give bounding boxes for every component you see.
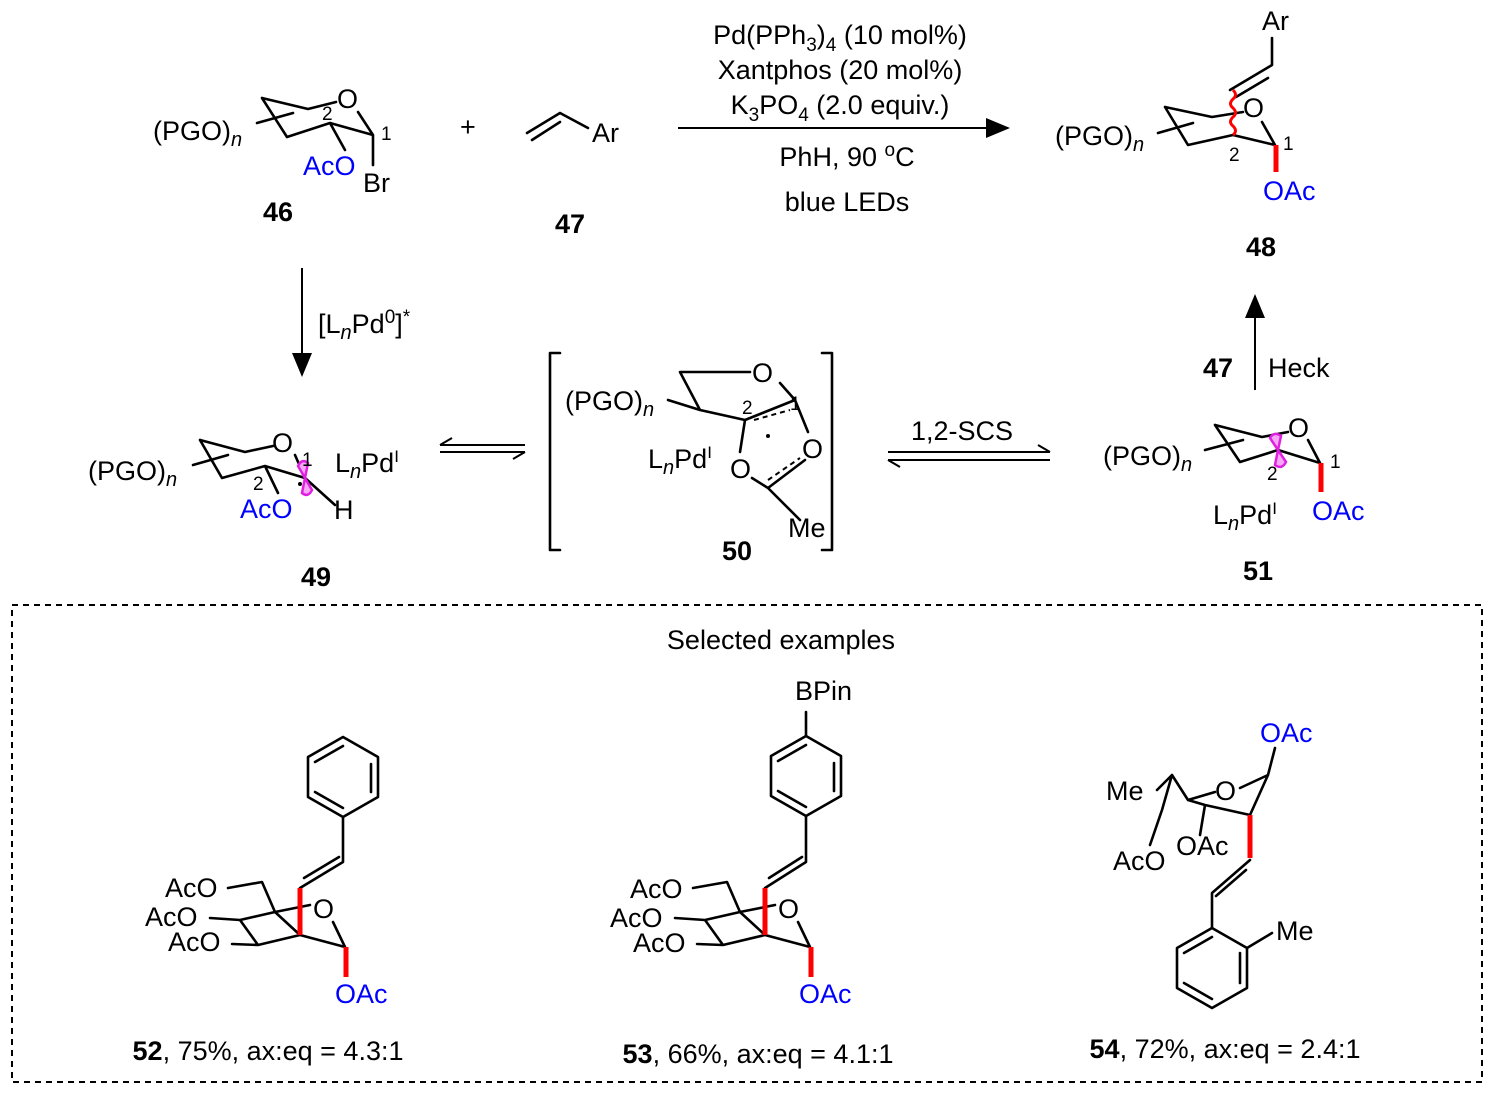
svg-text:O: O (778, 894, 799, 924)
svg-text:AcO: AcO (145, 902, 198, 932)
compound-48: (PGO)n O Ar 2 1 OAc 48 (1055, 6, 1316, 262)
svg-text:AcO: AcO (1113, 846, 1166, 876)
compound-47: Ar 47 (525, 111, 619, 239)
svg-text:Heck: Heck (1268, 353, 1330, 383)
svg-text:Pd(PPh3)4 (10 mol%): Pd(PPh3)4 (10 mol%) (713, 20, 967, 56)
svg-text:2: 2 (742, 398, 753, 419)
svg-text:Me: Me (788, 513, 826, 543)
scs-label: 1,2-SCS (911, 416, 1013, 446)
svg-text:2: 2 (1229, 145, 1240, 166)
example-54: Me O OAc AcO OAc Me 54, 72%, ax:eq = 2.4… (1090, 718, 1361, 1064)
svg-text:(PGO)n: (PGO)n (88, 456, 177, 491)
example-52: AcO AcO AcO O OAc 52, 75%, ax:eq = 4.3:1 (133, 735, 404, 1066)
svg-text:47: 47 (1203, 353, 1233, 383)
svg-text:O: O (313, 894, 334, 924)
svg-text:52, 75%, ax:eq = 4.3:1: 52, 75%, ax:eq = 4.3:1 (133, 1036, 404, 1066)
examples-title: Selected examples (667, 625, 895, 655)
svg-text:AcO: AcO (303, 151, 356, 181)
svg-text:54, 72%, ax:eq = 2.4:1: 54, 72%, ax:eq = 2.4:1 (1090, 1034, 1361, 1064)
svg-text:48: 48 (1246, 232, 1276, 262)
svg-text:AcO: AcO (168, 927, 221, 957)
svg-text:H: H (334, 495, 354, 525)
svg-text:1: 1 (790, 394, 801, 415)
svg-text:AcO: AcO (610, 903, 663, 933)
svg-text:+: + (460, 112, 476, 142)
svg-text:OAc: OAc (335, 979, 388, 1009)
svg-text:53, 66%, ax:eq = 4.1:1: 53, 66%, ax:eq = 4.1:1 (623, 1039, 894, 1069)
svg-text:Ar: Ar (592, 118, 619, 148)
svg-text:1: 1 (1330, 452, 1341, 473)
svg-text:1: 1 (381, 124, 392, 145)
svg-text:Me: Me (1276, 916, 1314, 946)
intermediate-50: (PGO)n O O O 2 1 LnPdI Me 50 (548, 351, 834, 566)
svg-text:OAc: OAc (1176, 831, 1229, 861)
example-53: BPin AcO AcO AcO O OAc 53, 66%, ax:eq = … (610, 676, 893, 1069)
svg-text:1: 1 (1283, 134, 1294, 155)
svg-text:O: O (272, 428, 293, 458)
compound-46: (PGO)n O 2 1 AcO Br 46 (153, 84, 392, 227)
svg-text:2: 2 (1267, 464, 1278, 485)
svg-text:AcO: AcO (630, 874, 683, 904)
svg-text:OAc: OAc (1260, 718, 1313, 748)
svg-text:BPin: BPin (795, 676, 852, 706)
svg-text:O: O (730, 454, 751, 484)
svg-text:O: O (1288, 413, 1309, 443)
svg-text:AcO: AcO (240, 494, 293, 524)
svg-text:K3PO4 (2.0 equiv.): K3PO4 (2.0 equiv.) (731, 90, 950, 126)
svg-text:49: 49 (301, 562, 331, 592)
intermediate-51: (PGO)n O 2 1 OAc LnPdI 51 (1103, 413, 1365, 586)
svg-text:Xantphos (20 mol%): Xantphos (20 mol%) (718, 55, 963, 85)
svg-text:LnPdI: LnPdI (335, 447, 399, 483)
svg-text:1: 1 (302, 450, 313, 471)
svg-text:2: 2 (322, 104, 333, 125)
svg-text:blue LEDs: blue LEDs (785, 187, 910, 217)
label-46: 46 (263, 197, 293, 227)
svg-text:OAc: OAc (1263, 176, 1316, 206)
reaction-conditions: Pd(PPh3)4 (10 mol%) Xantphos (20 mol%) K… (678, 20, 1010, 217)
svg-text:Ar: Ar (1262, 6, 1289, 36)
svg-text:AcO: AcO (165, 873, 218, 903)
svg-text:O: O (802, 434, 823, 464)
svg-text:O: O (752, 358, 773, 388)
svg-text:OAc: OAc (799, 979, 852, 1009)
svg-text:LnPdI: LnPdI (1213, 499, 1277, 535)
intermediate-49: (PGO)n O 2 1 AcO H LnPdI 49 (88, 428, 399, 592)
svg-text:(PGO)n: (PGO)n (1103, 441, 1192, 476)
svg-text:(PGO)n: (PGO)n (1055, 121, 1144, 156)
svg-text:51: 51 (1243, 556, 1273, 586)
svg-text:47: 47 (555, 209, 585, 239)
examples-box (11, 604, 1483, 1083)
svg-text:OAc: OAc (1312, 496, 1365, 526)
svg-text:O: O (1215, 776, 1236, 806)
svg-text:(PGO)n: (PGO)n (153, 116, 242, 151)
svg-text:(PGO)n: (PGO)n (565, 386, 654, 421)
svg-text:Me: Me (1106, 776, 1144, 806)
svg-text:PhH, 90 oC: PhH, 90 oC (779, 140, 914, 172)
svg-text:LnPdI: LnPdI (648, 443, 712, 479)
pd0-catalyst-label: [LnPd0]* (318, 307, 411, 344)
svg-text:O: O (1243, 93, 1264, 123)
svg-text:O: O (337, 84, 358, 114)
svg-text:2: 2 (253, 474, 264, 495)
svg-text:AcO: AcO (633, 928, 686, 958)
svg-text:50: 50 (722, 536, 752, 566)
svg-text:Br: Br (363, 168, 390, 198)
